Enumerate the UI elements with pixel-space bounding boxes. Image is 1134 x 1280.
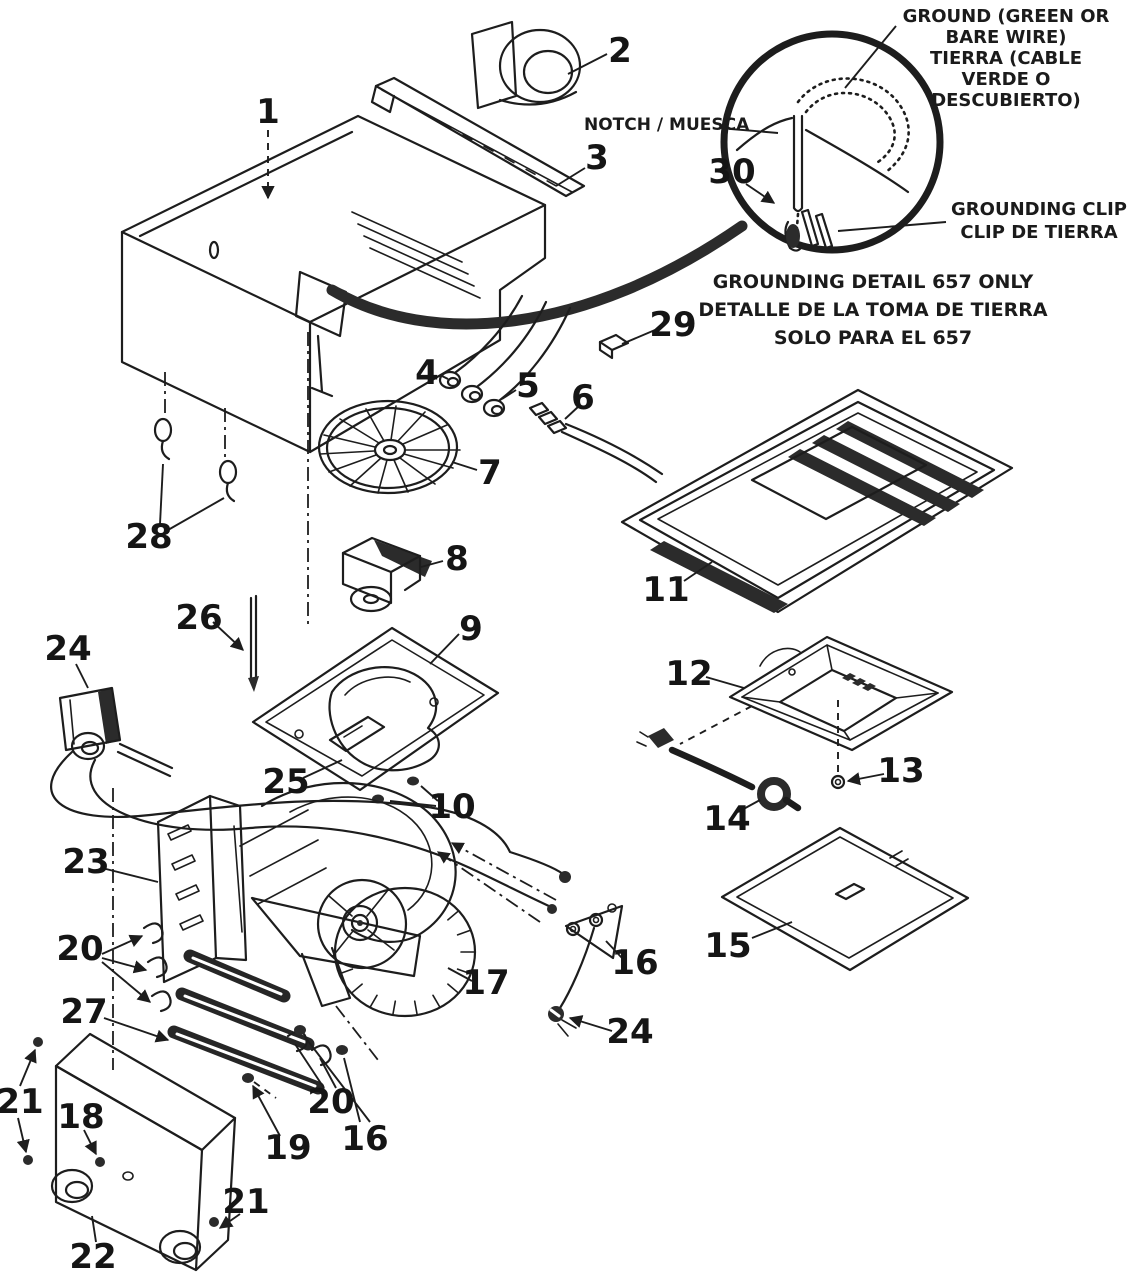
callout-20-bottom: 20 xyxy=(307,1082,354,1122)
callout-1: 1 xyxy=(256,92,280,132)
notch-note: NOTCH / MUESCA xyxy=(584,115,750,135)
callout-3: 3 xyxy=(585,138,609,178)
callout-18: 18 xyxy=(57,1097,104,1137)
part-heater-coils xyxy=(167,949,325,1095)
callout-10: 10 xyxy=(428,787,475,827)
callout-2: 2 xyxy=(608,31,632,71)
callout-14: 14 xyxy=(703,799,750,839)
callout-7: 7 xyxy=(478,453,502,493)
part-thermostat-left xyxy=(50,663,565,909)
callout-28: 28 xyxy=(125,517,172,557)
part-fan-wheel xyxy=(317,399,478,495)
callout-24-left: 24 xyxy=(44,629,91,669)
callout-4: 4 xyxy=(415,353,439,393)
part-coil-clips-left xyxy=(101,922,172,1043)
callout-8: 8 xyxy=(445,539,469,579)
part-duct-collar xyxy=(470,20,608,110)
part-housing xyxy=(120,114,547,454)
callout-25: 25 xyxy=(262,762,309,802)
callout-30: 30 xyxy=(708,152,755,192)
callout-13: 13 xyxy=(877,751,924,791)
callout-9: 9 xyxy=(459,609,483,649)
part-heater-bracket xyxy=(101,781,457,1070)
callout-15: 15 xyxy=(704,926,751,966)
callout-27: 27 xyxy=(60,992,107,1032)
part-heater-frame xyxy=(679,635,954,790)
ground-wire-note: GROUND (GREEN OR BARE WIRE) TIERRA (CABL… xyxy=(902,6,1110,111)
callout-22: 22 xyxy=(69,1237,116,1277)
part-wire-nuts xyxy=(438,294,572,418)
part-hanger-clips xyxy=(153,372,238,531)
callout-20-left: 20 xyxy=(56,929,103,969)
callout-numbers: 1 2 3 4 5 6 7 8 9 10 11 12 13 14 15 16 1… xyxy=(0,31,925,1277)
part-coil-clips-bottom xyxy=(242,1005,379,1137)
part-switch-bracket xyxy=(436,842,624,1037)
part-connector xyxy=(598,329,656,360)
callout-16-right: 16 xyxy=(611,943,658,983)
part-shell xyxy=(16,1032,241,1272)
callout-29: 29 xyxy=(649,305,696,345)
part-grille xyxy=(620,388,1014,614)
part-hanger-rail xyxy=(370,76,586,198)
part-pan xyxy=(720,826,970,972)
callout-21-bottom: 21 xyxy=(222,1182,269,1222)
part-power-cord xyxy=(636,728,802,813)
callout-6: 6 xyxy=(571,378,595,418)
part-receptacle-cable xyxy=(528,401,664,484)
callout-17: 17 xyxy=(462,963,509,1003)
part-mounting-plate xyxy=(212,332,500,807)
part-motor xyxy=(341,536,444,613)
callout-24-bottom: 24 xyxy=(606,1012,653,1052)
callout-23: 23 xyxy=(62,842,109,882)
callout-11: 11 xyxy=(642,570,689,610)
grounding-clip-note: GROUNDING CLIP CLIP DE TIERRA xyxy=(951,199,1127,243)
grounding-detail-circle xyxy=(326,25,947,330)
callout-19: 19 xyxy=(264,1128,311,1168)
callout-16-bottom: 16 xyxy=(341,1119,388,1159)
part-blower-wheel xyxy=(316,878,477,1018)
callout-5: 5 xyxy=(516,366,540,406)
callout-21-left: 21 xyxy=(0,1082,44,1122)
callout-26: 26 xyxy=(175,598,222,638)
callout-12: 12 xyxy=(665,654,712,694)
grounding-detail-note: GROUNDING DETAIL 657 ONLY DETALLE DE LA … xyxy=(698,271,1048,349)
